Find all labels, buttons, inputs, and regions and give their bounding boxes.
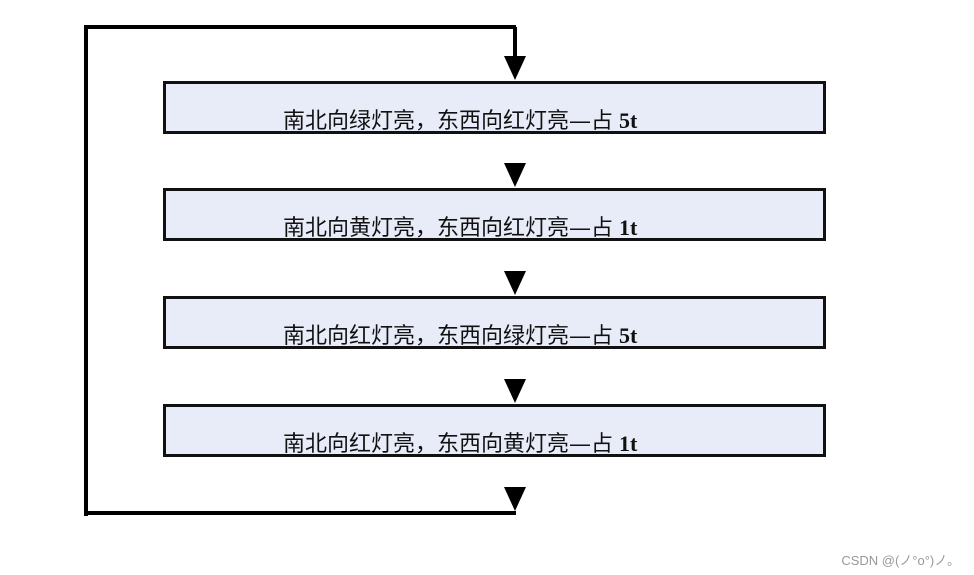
step-label: 南北向绿灯亮，东西向红灯亮—占 bbox=[283, 109, 614, 134]
step-label: 南北向红灯亮，东西向绿灯亮—占 bbox=[283, 324, 614, 349]
arrow-down-icon bbox=[504, 271, 526, 295]
step-duration: 5t bbox=[619, 323, 638, 348]
step-label: 南北向红灯亮，东西向黄灯亮—占 bbox=[283, 432, 614, 457]
connector-line-top bbox=[513, 27, 517, 57]
arrow-down-icon bbox=[504, 56, 526, 80]
step-duration: 1t bbox=[619, 431, 638, 456]
step-duration: 1t bbox=[619, 215, 638, 240]
arrow-down-icon bbox=[504, 163, 526, 187]
step-duration: 5t bbox=[619, 108, 638, 133]
loop-bottom-line bbox=[86, 511, 516, 515]
arrow-down-icon bbox=[504, 379, 526, 403]
arrow-down-icon bbox=[504, 487, 526, 511]
loop-left-line bbox=[84, 25, 88, 516]
step-label: 南北向黄灯亮，东西向红灯亮—占 bbox=[283, 216, 614, 241]
loop-top-line bbox=[86, 25, 516, 29]
watermark-text: CSDN @(ノ°o°)ノ。 bbox=[841, 553, 960, 568]
